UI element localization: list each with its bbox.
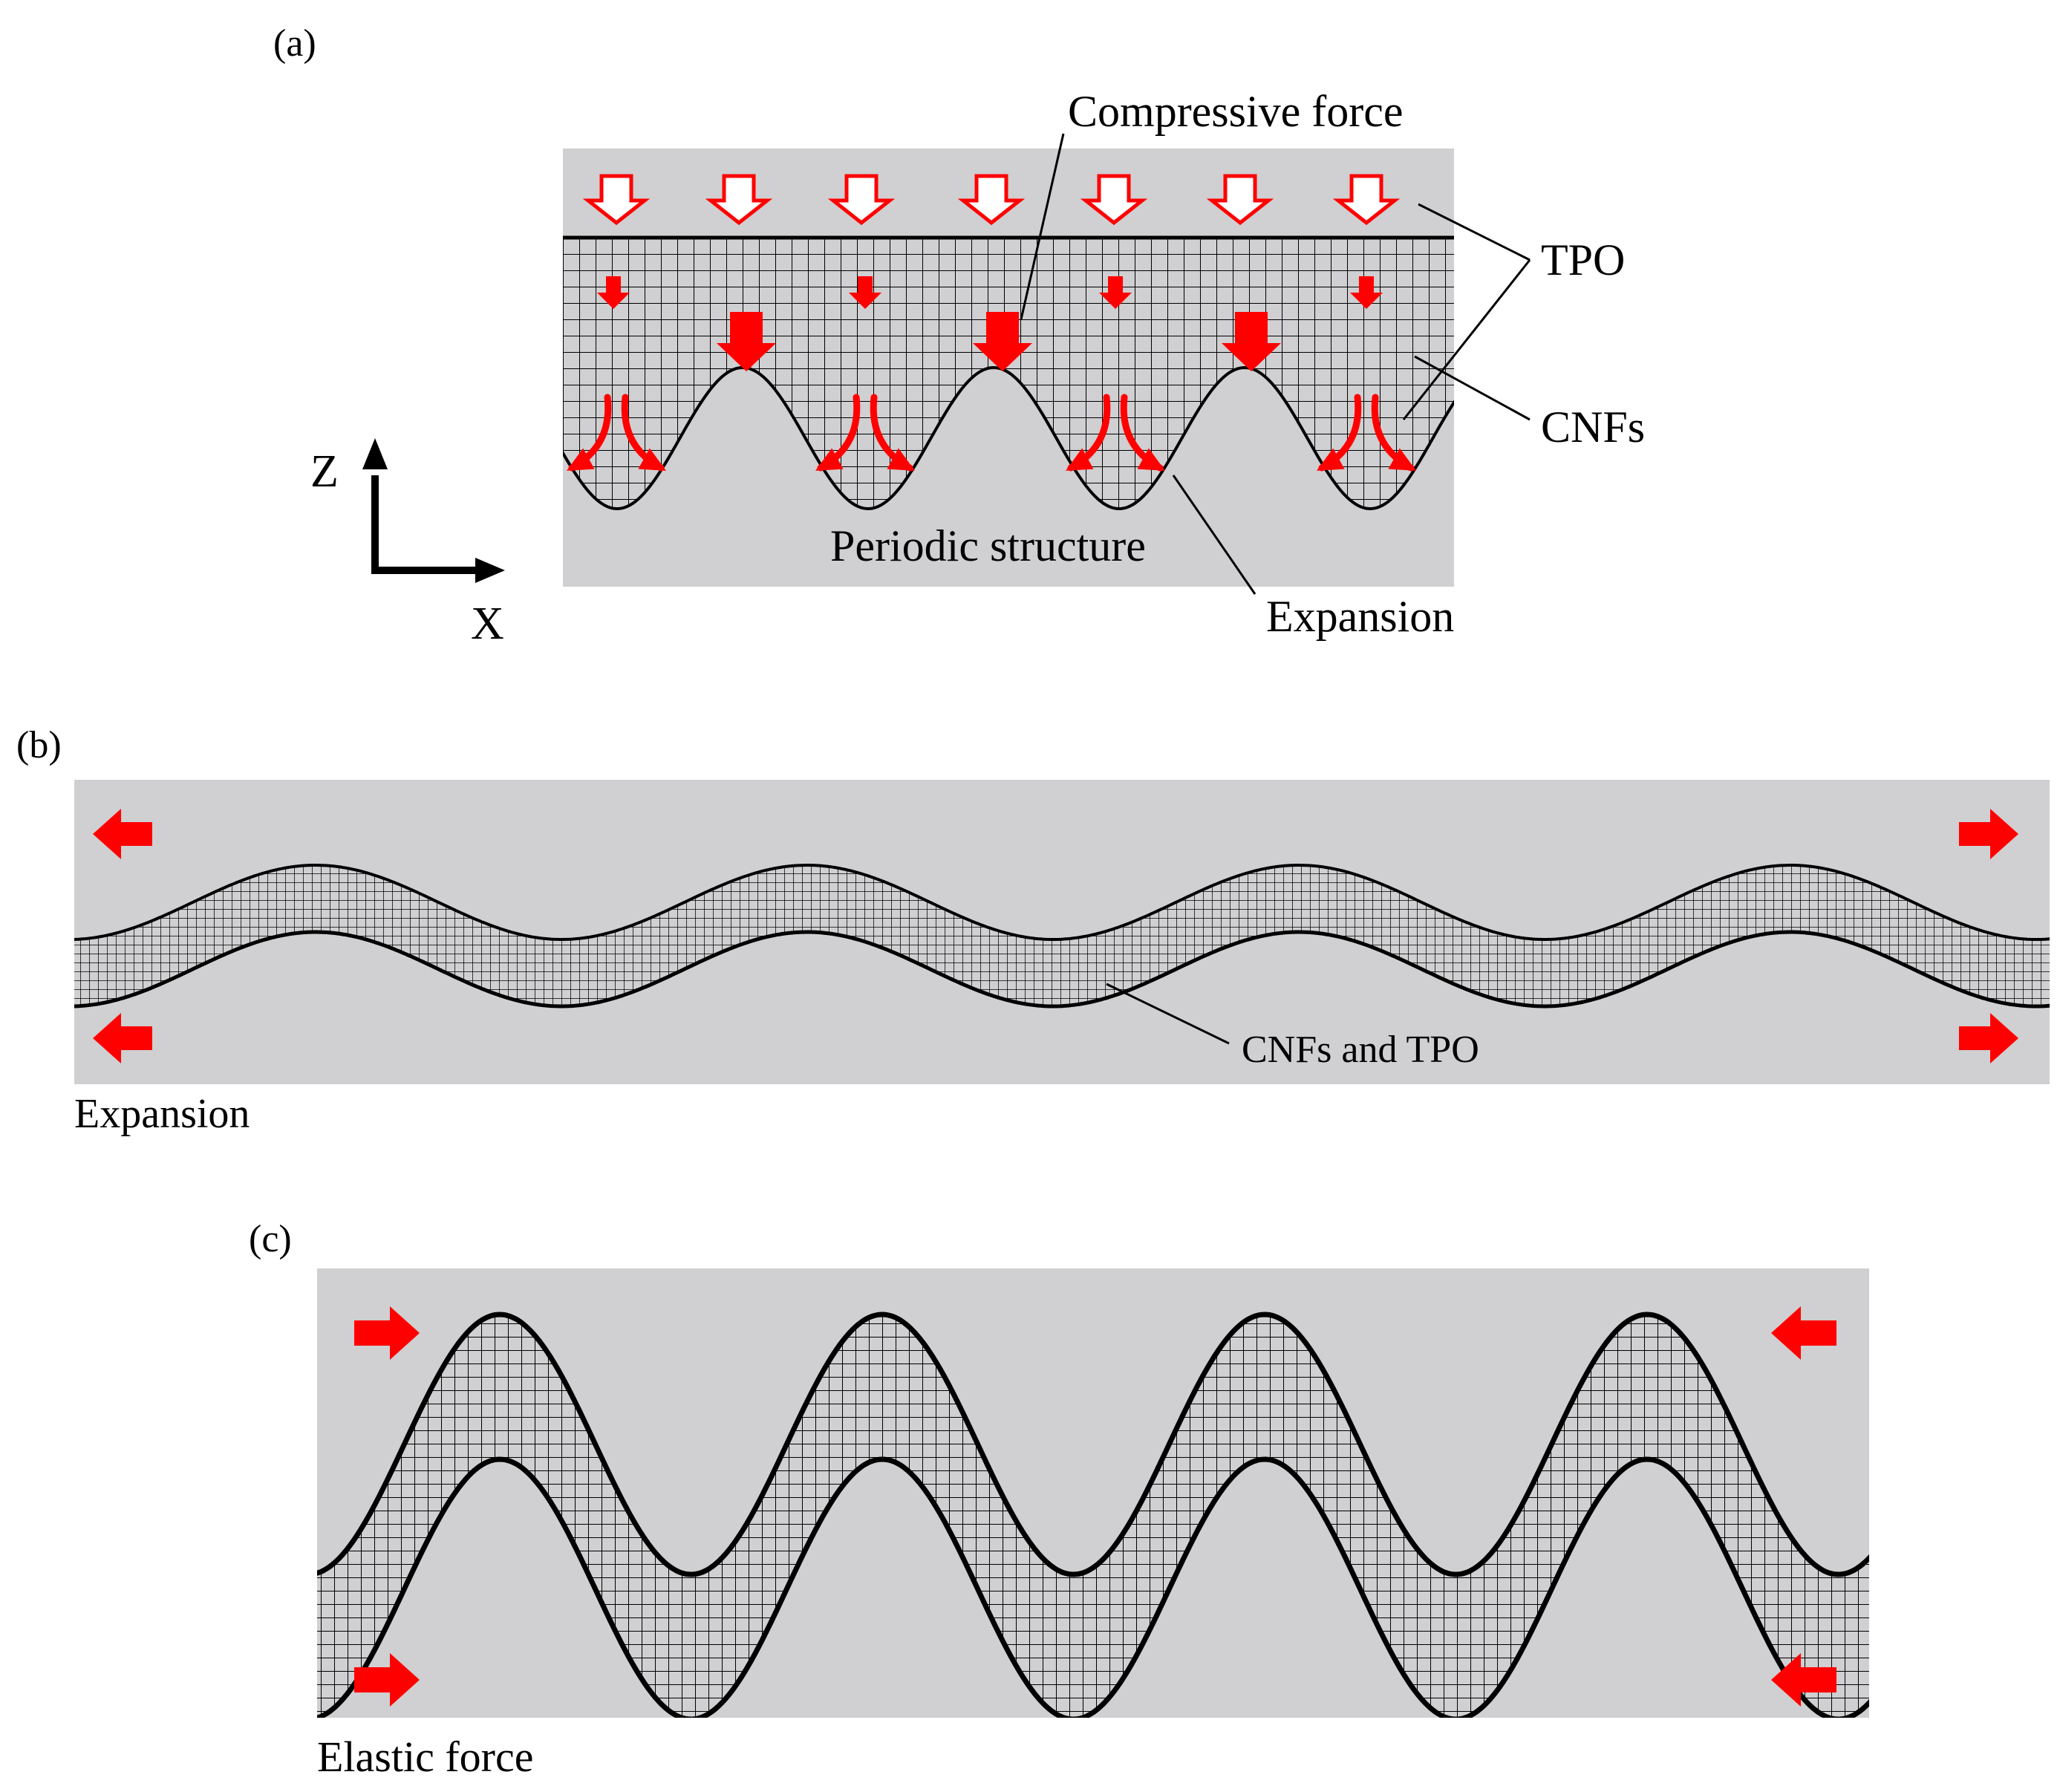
small-force-arrow-4 <box>1350 276 1383 309</box>
panel-a-sine-boundary <box>563 365 1454 511</box>
hollow-arrow-6 <box>1206 174 1274 226</box>
expansion-arrowhead-4-right <box>1388 448 1417 471</box>
panel-a-hollow-arrows <box>582 174 1401 226</box>
panel-a-label: (a) <box>273 22 316 65</box>
elastic-arrow-top-left <box>354 1306 420 1360</box>
large-force-arrow-3 <box>1222 312 1281 371</box>
panel-b-label: (b) <box>16 724 62 766</box>
expansion-leader <box>1172 475 1256 595</box>
panel-a: (a) Compressive force TPO CNFs Expansion… <box>273 22 1645 649</box>
hollow-arrow-4 <box>957 174 1026 226</box>
cnfs-and-tpo-leader <box>1106 983 1230 1045</box>
panel-c-cnf-tpo-band <box>317 1314 1869 1718</box>
panel-b-band-top-edge <box>74 864 2050 941</box>
axis-z-label: Z <box>310 446 339 497</box>
large-force-arrow-1 <box>717 312 776 371</box>
panel-b-expansion-arrows <box>93 809 2018 1063</box>
large-force-arrow-2 <box>973 312 1032 371</box>
tpo-label: TPO <box>1541 235 1625 284</box>
expansion-arrowhead-3-left <box>1065 448 1094 471</box>
panel-b-band-bottom-edge <box>74 930 2050 1009</box>
panel-c-band-bottom-edge <box>317 1456 1869 1718</box>
small-force-arrow-1 <box>597 276 630 309</box>
compressive-force-leader <box>1020 133 1065 320</box>
hollow-arrow-1 <box>582 174 651 226</box>
expansion-arrowhead-4-left <box>1316 448 1345 471</box>
expansion-label-a: Expansion <box>1266 592 1454 641</box>
axis-x-label: X <box>471 599 504 649</box>
periodic-structure-label: Periodic structure <box>830 521 1146 570</box>
tpo-leader-bottom <box>1402 259 1531 420</box>
hollow-arrow-5 <box>1080 174 1148 226</box>
expansion-arrowhead-1-right <box>638 448 667 471</box>
compressive-force-label: Compressive force <box>1068 87 1404 136</box>
cnfs-label: CNFs <box>1541 403 1645 452</box>
hollow-arrow-7 <box>1332 174 1401 226</box>
expansion-arrow-bottom-right <box>1959 1013 2018 1063</box>
panel-c-label: (c) <box>249 1218 292 1260</box>
panel-b-cnf-tpo-band <box>74 865 2050 1006</box>
cnfs-leader <box>1414 355 1531 421</box>
expansion-arrow-top-right <box>1959 809 2018 859</box>
panel-a-solid-arrows <box>597 276 1383 371</box>
panel-a-cnf-region <box>563 238 1454 509</box>
expansion-arrowhead-1-left <box>566 448 595 471</box>
panel-c: (c) Elastic force <box>249 1218 1869 1781</box>
hollow-arrow-3 <box>827 174 896 226</box>
elastic-arrow-top-right <box>1771 1306 1836 1360</box>
panel-a-expansion-arrows <box>566 394 1417 472</box>
panel-c-band-top-edge <box>317 1312 1869 1577</box>
panel-b: (b) CNFs and TPO Expansion <box>16 724 2050 1137</box>
small-force-arrow-2 <box>849 276 881 309</box>
expansion-arrowhead-2-left <box>815 448 844 471</box>
panel-c-compression-arrows <box>354 1306 1836 1707</box>
cnfs-and-tpo-label: CNFs and TPO <box>1242 1029 1479 1071</box>
hollow-arrow-2 <box>705 174 773 226</box>
expansion-label-b: Expansion <box>74 1091 250 1137</box>
small-force-arrow-3 <box>1099 276 1132 309</box>
axis-indicator: Z X <box>310 438 505 649</box>
elastic-arrow-bottom-left <box>354 1653 420 1707</box>
expansion-arrowhead-2-right <box>887 448 916 471</box>
expansion-arrow-bottom-left <box>93 1013 152 1063</box>
elastic-arrow-bottom-right <box>1771 1653 1836 1707</box>
tpo-leader-top <box>1418 203 1531 261</box>
expansion-arrowhead-3-right <box>1137 448 1166 471</box>
expansion-arrow-top-left <box>93 809 152 859</box>
elastic-force-label: Elastic force <box>317 1733 533 1781</box>
